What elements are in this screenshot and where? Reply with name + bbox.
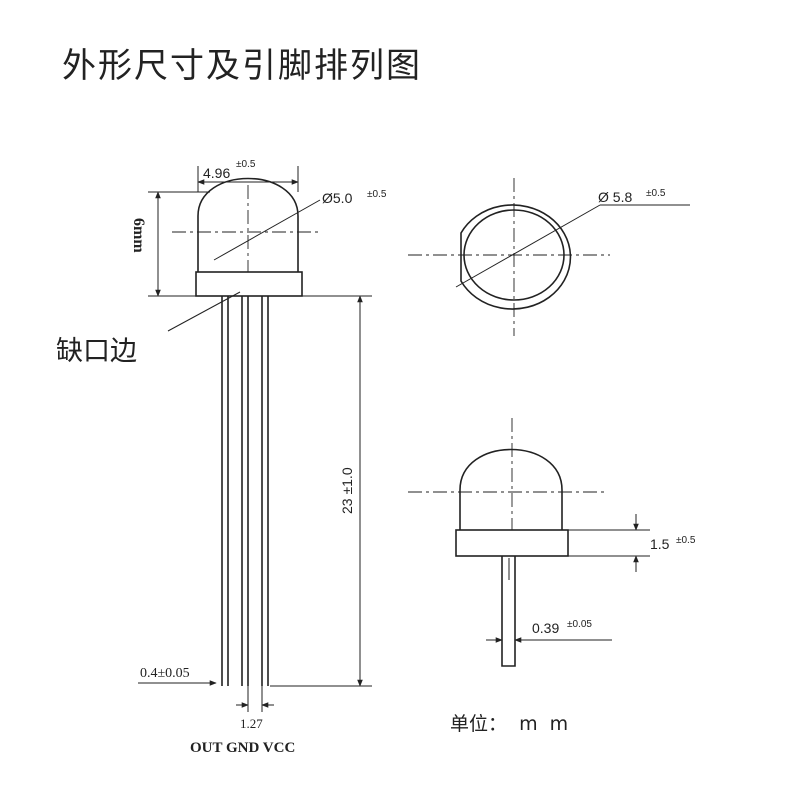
- flange-thickness-tolerance: ±0.5: [676, 535, 696, 546]
- pin-width-label: 0.4±0.05: [140, 666, 190, 681]
- front-led-dome: [197, 177, 299, 272]
- lead-width-label: 0.39: [532, 620, 559, 636]
- top-diameter-leader: [455, 204, 601, 288]
- side-center-lines: [408, 418, 606, 530]
- front-diameter-label: Ø5.0: [322, 190, 353, 206]
- pin-labels: OUT GND VCC: [190, 740, 295, 756]
- top-outer-rim: [460, 204, 572, 310]
- diagram-title: 外形尺寸及引脚排列图: [62, 46, 422, 86]
- front-height-label: 6mm: [130, 218, 147, 253]
- side-led-flange: [455, 529, 569, 557]
- front-diameter-tolerance: ±0.5: [367, 189, 387, 200]
- front-length-dimension: [270, 295, 372, 687]
- top-diameter-tolerance: ±0.5: [646, 188, 666, 199]
- pin-out: [221, 296, 229, 686]
- pitch-dimension: [236, 600, 274, 712]
- flat-edge-leader: [167, 291, 241, 332]
- top-center-lines: [408, 178, 610, 336]
- front-width-tolerance: ±0.5: [236, 159, 256, 170]
- front-width-label: 4.96: [203, 165, 230, 181]
- side-view: [408, 418, 650, 667]
- side-lead: [501, 556, 516, 667]
- front-width-dimension: [197, 166, 299, 192]
- front-pins: [221, 296, 269, 686]
- front-height-dimension: [148, 191, 210, 297]
- unit-label: 单位： m m: [450, 713, 568, 735]
- top-diameter-label: Ø 5.8: [598, 189, 632, 205]
- pitch-label: 1.27: [240, 716, 263, 731]
- top-view: [408, 178, 690, 336]
- pin-gnd: [241, 296, 249, 686]
- front-diameter-leader: [213, 199, 321, 261]
- front-center-lines: [172, 185, 322, 272]
- flat-edge-label: 缺口边: [56, 336, 137, 367]
- flange-thickness-label: 1.5: [650, 536, 670, 552]
- lead-width-tolerance: ±0.05: [567, 619, 592, 630]
- front-length-label: 23 ±1.0: [339, 467, 355, 514]
- front-view: [138, 166, 372, 712]
- flange-thickness-dimension: [568, 514, 650, 572]
- front-led-flange: [195, 271, 303, 297]
- side-led-dome: [459, 448, 563, 530]
- pin-vcc: [261, 296, 269, 686]
